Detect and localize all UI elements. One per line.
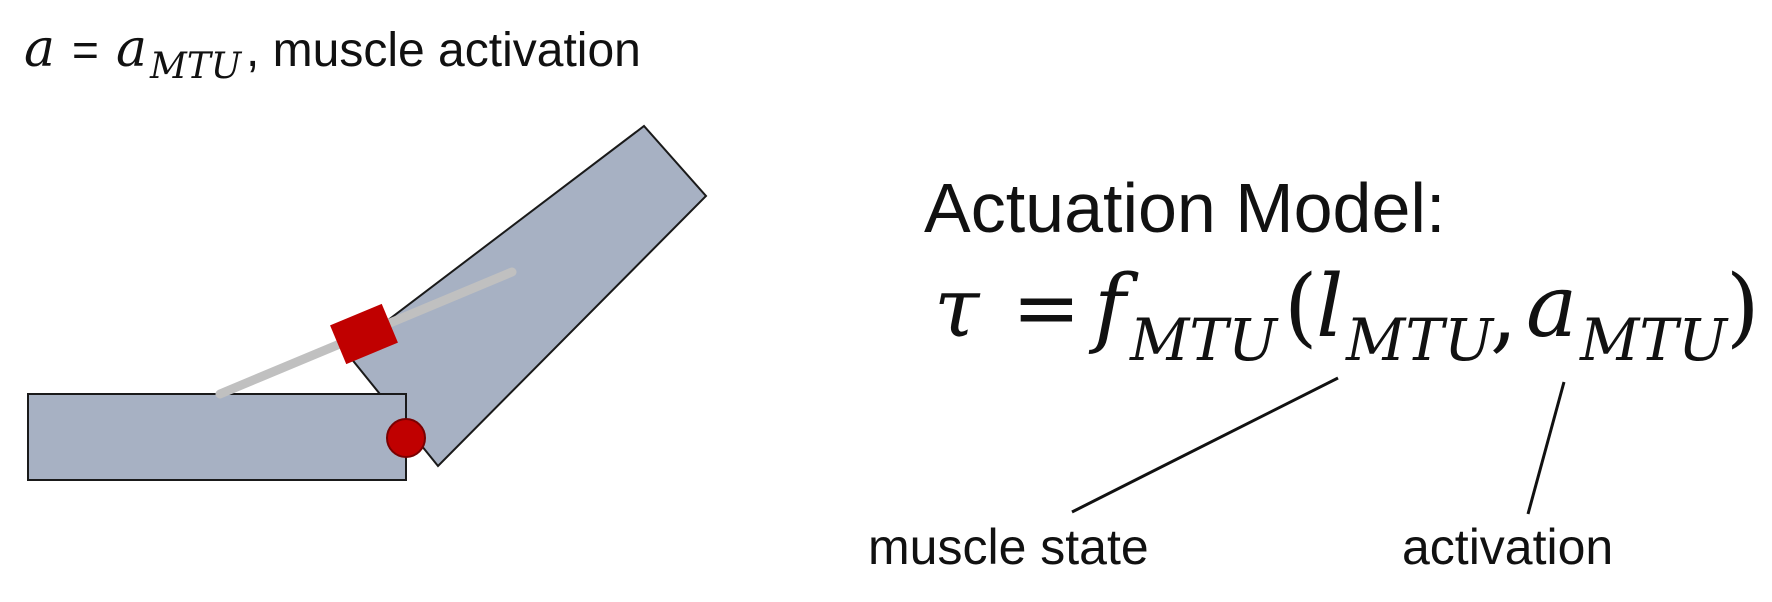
activation-pointer	[1526, 381, 1566, 515]
eq-equals: =	[1012, 261, 1081, 356]
activation-label: activation	[1402, 519, 1613, 575]
header-a-symbol: a	[24, 19, 55, 79]
eq-open-paren: (	[1284, 257, 1318, 357]
eq-tau: τ	[934, 261, 981, 356]
eq-a-sub: MTU	[1579, 306, 1729, 374]
forearm-segment	[27, 393, 407, 481]
limb-diagram	[27, 124, 708, 481]
muscle-state-label: muscle state	[868, 519, 1149, 575]
header-suffix: , muscle activation	[246, 24, 641, 77]
eq-l-base: l	[1316, 257, 1344, 357]
joint-circle	[386, 418, 426, 458]
model-title: Actuation Model:	[924, 169, 1445, 247]
header-formula: a = a MTU , muscle activation	[24, 19, 641, 87]
eq-l-sub: MTU	[1345, 306, 1495, 374]
header-equals: =	[72, 24, 99, 76]
muscle-state-pointer	[1071, 376, 1339, 514]
muscle-block	[330, 303, 398, 365]
header-amtu-sub: MTU	[149, 46, 243, 87]
eq-a-base: a	[1526, 257, 1577, 357]
eq-close-paren: )	[1726, 257, 1760, 357]
eq-comma: ,	[1490, 263, 1517, 363]
model-equation: τ = f MTU ( l MTU , a MTU )	[934, 257, 1760, 374]
header-amtu-base: a	[116, 19, 147, 79]
eq-f-sub: MTU	[1129, 306, 1279, 374]
